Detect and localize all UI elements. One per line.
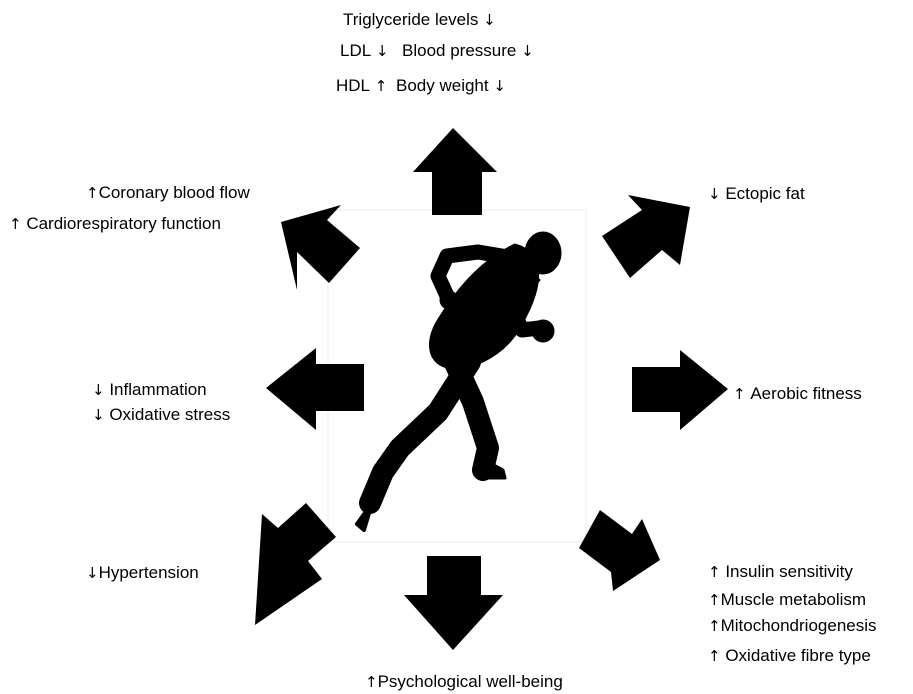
cardiorespiratory-text: Cardiorespiratory function (26, 214, 221, 233)
down-arrow-icon: ↓ (483, 11, 496, 29)
mitochondriogenesis-text: Mitochondriogenesis (720, 616, 877, 635)
down-arrow-icon: ↓ (86, 564, 99, 582)
aerobic-fitness-text: Aerobic fitness (750, 384, 862, 403)
up-arrow-icon: ↑ (365, 673, 378, 691)
arrow-upper-left (281, 205, 360, 290)
arrow-left (266, 348, 364, 430)
label-muscle-metabolism: ↑Muscle metabolism (708, 590, 866, 610)
label-psychological: ↑Psychological well-being (365, 672, 563, 692)
label-cardiorespiratory: ↑ Cardiorespiratory function (9, 214, 221, 234)
label-blood-pressure: Blood pressure ↓ (402, 41, 534, 61)
ectopic-fat-text: Ectopic fat (725, 184, 805, 203)
arrow-upper-right (602, 195, 690, 278)
inflammation-text: Inflammation (109, 380, 207, 399)
down-arrow-icon: ↓ (493, 77, 506, 95)
down-arrow-icon: ↓ (92, 406, 105, 424)
up-arrow-icon: ↑ (86, 184, 99, 202)
hypertension-text: Hypertension (98, 563, 199, 582)
oxidative-fibre-text: Oxidative fibre type (725, 646, 871, 665)
muscle-metabolism-text: Muscle metabolism (720, 590, 867, 609)
label-oxidative-stress: ↓ Oxidative stress (92, 405, 230, 425)
body-weight-text: Body weight (396, 76, 489, 95)
up-arrow-icon: ↑ (708, 617, 721, 635)
blood-pressure-text: Blood pressure (402, 41, 517, 60)
arrow-right (632, 350, 728, 430)
arrow-lower-left (255, 503, 336, 625)
down-arrow-icon: ↓ (708, 185, 721, 203)
hdl-text: HDL (336, 76, 371, 95)
psychological-text: Psychological well-being (377, 672, 563, 691)
down-arrow-icon: ↓ (375, 42, 389, 60)
label-oxidative-fibre: ↑ Oxidative fibre type (708, 646, 871, 666)
label-mitochondriogenesis: ↑Mitochondriogenesis (708, 616, 877, 636)
arrow-up (413, 128, 497, 215)
up-arrow-icon: ↑ (708, 563, 721, 581)
down-arrow-icon: ↓ (92, 381, 105, 399)
label-hypertension: ↓Hypertension (86, 563, 199, 583)
running-person-icon (355, 231, 562, 532)
ldl-text: LDL (340, 41, 372, 60)
oxidative-stress-text: Oxidative stress (109, 405, 231, 424)
coronary-blood-flow-text: Coronary blood flow (98, 183, 250, 202)
triglyceride-text: Triglyceride levels (343, 10, 479, 29)
label-triglyceride: Triglyceride levels ↓ (343, 10, 496, 30)
arrow-down (404, 556, 503, 650)
arrow-lower-right (579, 510, 660, 591)
label-aerobic-fitness: ↑ Aerobic fitness (733, 384, 862, 404)
label-hdl: HDL ↑ (336, 76, 387, 96)
label-inflammation: ↓ Inflammation (92, 380, 207, 400)
label-ldl: LDL ↓ (340, 41, 389, 61)
label-coronary-blood-flow: ↑Coronary blood flow (86, 183, 250, 203)
label-ectopic-fat: ↓ Ectopic fat (708, 184, 805, 204)
down-arrow-icon: ↓ (521, 42, 534, 60)
label-body-weight: Body weight ↓ (396, 76, 506, 96)
up-arrow-icon: ↑ (9, 215, 22, 233)
label-insulin-sensitivity: ↑ Insulin sensitivity (708, 562, 853, 582)
up-arrow-icon: ↑ (708, 647, 721, 665)
up-arrow-icon: ↑ (374, 77, 388, 95)
up-arrow-icon: ↑ (708, 591, 721, 609)
up-arrow-icon: ↑ (733, 385, 746, 403)
insulin-sensitivity-text: Insulin sensitivity (725, 562, 853, 581)
